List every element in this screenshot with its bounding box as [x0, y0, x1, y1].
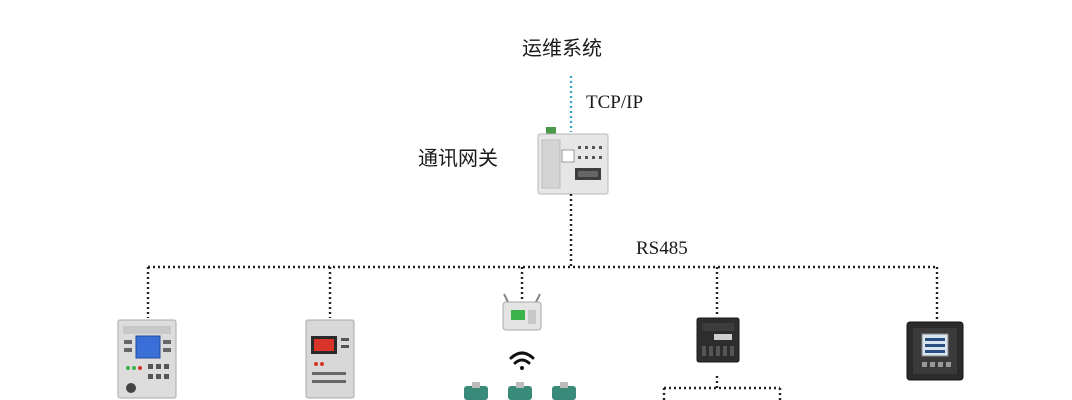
wireless-collector-device [502, 293, 542, 331]
io-module-device [696, 317, 740, 363]
tcpip-label: TCP/IP [586, 92, 644, 113]
monitoring-unit-device [305, 319, 355, 399]
protection-relay-device [117, 319, 177, 399]
ops-system-label: 运维系统 [522, 36, 602, 60]
rs485-label: RS485 [636, 238, 688, 259]
gateway-label: 通讯网关 [418, 146, 498, 170]
wifi-icon [509, 351, 535, 370]
power-meter-device [906, 321, 964, 381]
gateway-device [537, 127, 609, 195]
wireless-sensor-group [464, 382, 576, 400]
